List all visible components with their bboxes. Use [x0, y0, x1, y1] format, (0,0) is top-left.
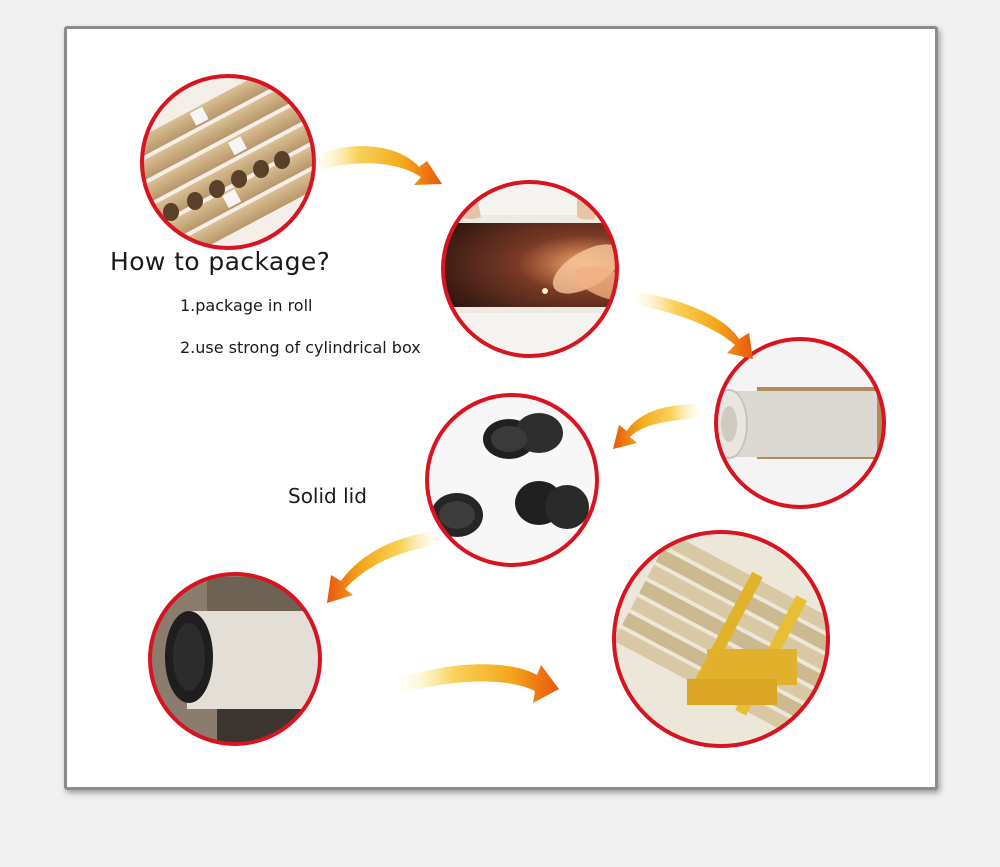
- page-title: How to package?: [110, 247, 331, 276]
- arrow-down-left-icon: [327, 531, 441, 603]
- arrow-right-icon: [312, 146, 442, 185]
- wrapped-tube-bundle-photo: [614, 532, 828, 746]
- canvas-print-held-photo: [443, 182, 617, 356]
- capped-tube-end-photo: [150, 574, 320, 744]
- package-card: How to package? 1.package in roll 2.use …: [64, 26, 938, 790]
- canvas-rolled-into-tube-photo: [716, 339, 884, 507]
- arrow-down-right-icon: [632, 291, 753, 359]
- arrow-bottom-right-icon: [397, 664, 559, 703]
- step-cylindrical-box: 2.use strong of cylindrical box: [180, 338, 421, 357]
- black-end-caps-photo: [427, 395, 597, 565]
- packaging-illustration: [140, 74, 886, 748]
- arrow-left-icon: [613, 404, 703, 449]
- solid-lid-label: Solid lid: [288, 484, 367, 508]
- step-package-in-roll: 1.package in roll: [180, 296, 313, 315]
